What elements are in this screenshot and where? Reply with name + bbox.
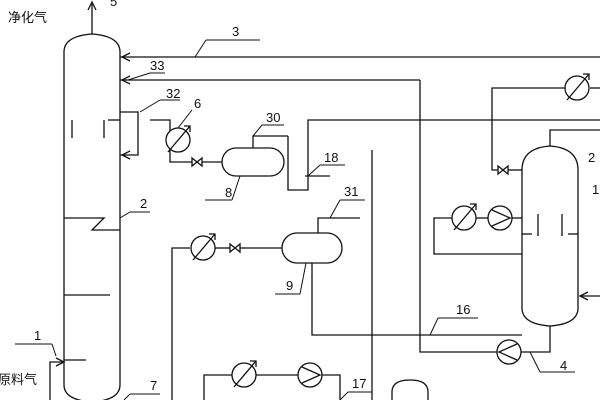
label-18: 18 bbox=[324, 150, 338, 165]
label-33: 33 bbox=[150, 58, 164, 73]
label-4: 4 bbox=[560, 358, 567, 373]
label-8: 8 bbox=[225, 185, 232, 200]
label-2: 2 bbox=[140, 196, 147, 211]
label-right-1: 1 bbox=[592, 182, 599, 197]
flash-drum-8 bbox=[221, 135, 288, 177]
feed-gas-label: 原料气 bbox=[0, 372, 37, 388]
label-6: 6 bbox=[194, 96, 201, 111]
pump-icon bbox=[297, 362, 323, 388]
heat-exchanger-icon bbox=[190, 233, 216, 261]
feed-gas-line bbox=[49, 361, 64, 400]
absorber-column bbox=[63, 33, 121, 400]
label-30: 30 bbox=[266, 110, 280, 125]
heat-exchanger-icon bbox=[564, 73, 590, 101]
label-3: 3 bbox=[232, 24, 239, 39]
pump-icon bbox=[496, 339, 522, 365]
stripper-column bbox=[521, 145, 579, 327]
valve-icon bbox=[229, 242, 241, 254]
line-32 bbox=[120, 111, 139, 156]
label-31: 31 bbox=[344, 184, 358, 199]
label-7: 7 bbox=[150, 378, 157, 393]
pump-icon bbox=[487, 205, 513, 231]
valve-icon bbox=[497, 164, 509, 176]
valve-icon bbox=[191, 156, 203, 168]
heat-exchanger-icon bbox=[231, 360, 257, 388]
product-gas-label: 净化气 bbox=[8, 10, 47, 26]
label-17: 17 bbox=[352, 376, 366, 391]
label-top-number: 5 bbox=[110, 0, 117, 9]
heat-exchanger-icon bbox=[451, 203, 477, 231]
flash-drum-9 bbox=[281, 217, 360, 264]
label-1: 1 bbox=[34, 328, 41, 343]
line-16 bbox=[311, 263, 522, 336]
line-30 bbox=[287, 119, 600, 191]
label-9: 9 bbox=[286, 278, 293, 293]
label-16: 16 bbox=[456, 302, 470, 317]
label-32: 32 bbox=[166, 86, 180, 101]
label-right-2: 2 bbox=[588, 150, 595, 165]
